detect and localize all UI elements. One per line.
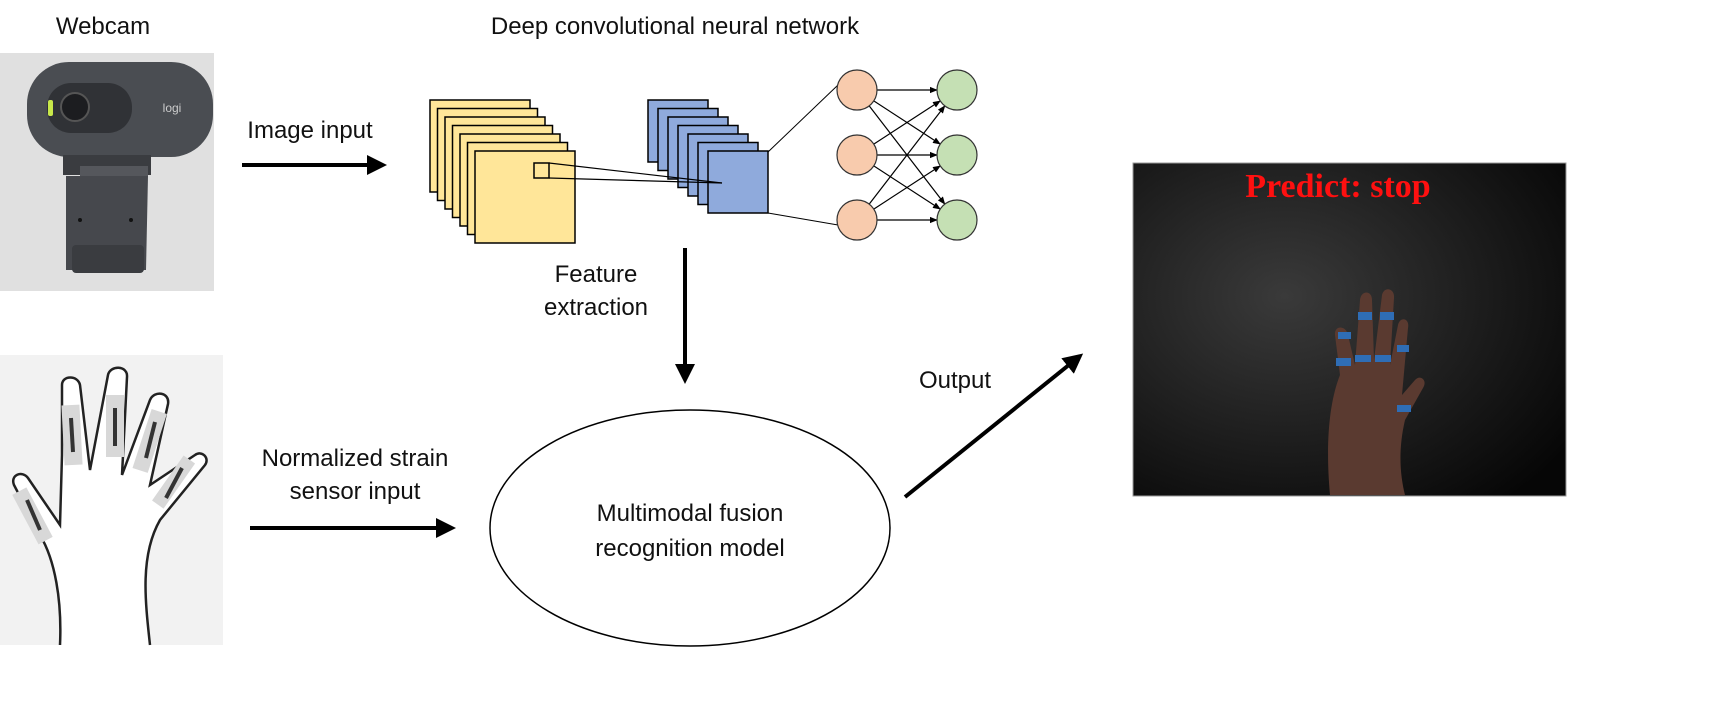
hand-sensor-image [0, 355, 223, 646]
output-label: Output [919, 367, 991, 394]
strain-input-label: Normalized strain [262, 445, 449, 472]
output-neuron [936, 199, 978, 241]
feature-extraction-label: extraction [544, 294, 648, 321]
connection-line [767, 212, 839, 226]
input-neuron [836, 134, 878, 176]
fully-connected-network [767, 69, 978, 241]
image-input-label: Image input [247, 117, 373, 144]
connection-arrow [873, 100, 941, 145]
feature-extraction-label: Feature [555, 261, 638, 288]
yellow-feature-maps [429, 99, 576, 244]
fusion-model-label: Multimodal fusion [597, 500, 784, 527]
webcam-image: logi [0, 53, 214, 291]
conv-projection-line [548, 177, 723, 184]
connection-arrow [873, 165, 941, 210]
webcam-brand: logi [163, 101, 182, 115]
input-neuron [836, 69, 878, 111]
cnn-title: Deep convolutional neural network [491, 13, 860, 40]
output-neuron [936, 134, 978, 176]
conv-projection-line [548, 162, 723, 184]
fusion-model-label: recognition model [595, 535, 784, 562]
output-arrow [903, 353, 1084, 499]
connection-arrow [868, 105, 946, 205]
output-neuron [936, 69, 978, 111]
prediction-text: Predict: stop [1245, 168, 1430, 205]
connection-line [767, 84, 839, 153]
receptive-field [533, 162, 550, 179]
feature-map [474, 150, 576, 244]
blue-feature-maps [647, 99, 769, 214]
webcam-label: Webcam [56, 13, 150, 40]
input-neuron [836, 199, 878, 241]
prediction-image: Predict: stop [1132, 162, 1567, 497]
fusion-model-node [489, 409, 891, 647]
strain-input-label: sensor input [290, 478, 421, 505]
